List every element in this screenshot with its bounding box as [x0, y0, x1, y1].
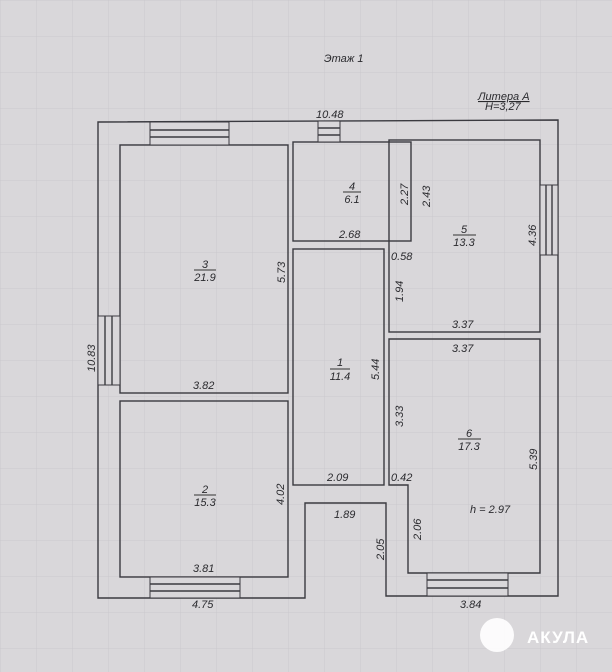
dimension: 3.84: [460, 599, 481, 611]
room-area: 13.3: [453, 237, 475, 249]
room-number: 5: [461, 224, 468, 236]
room-number: 2: [201, 484, 208, 496]
room-area: 21.9: [193, 272, 215, 284]
window: [149, 576, 241, 599]
dimension: 1.94: [394, 281, 406, 302]
room-label-group: 2 15.3 3 21.9 4 6.1 5 13.3 6 17.3: [193, 181, 481, 509]
dimension: 3.37: [452, 319, 474, 331]
dimension: 2.06: [412, 518, 424, 541]
room-number: 4: [349, 181, 355, 193]
ceiling-height: h = 2.97: [470, 504, 511, 516]
watermark-text: АКУЛА: [527, 628, 590, 647]
room-labels: 1 11.4: [330, 357, 351, 383]
window: [317, 120, 341, 143]
room-1: [292, 248, 385, 486]
dimension: 3.33: [394, 405, 406, 427]
room-number: 1: [337, 357, 343, 369]
window: [426, 572, 509, 597]
dimension: 10.48: [316, 109, 344, 121]
litera-name: Литера А: [477, 91, 530, 103]
shark-logo-icon: [480, 618, 514, 652]
room-area: 6.1: [344, 194, 359, 206]
room-area: 17.3: [458, 441, 480, 453]
dimension: 2.43: [421, 185, 433, 208]
dimension: 0.58: [391, 251, 413, 263]
window: [539, 184, 559, 256]
dimension: 10.83: [86, 344, 98, 372]
dimension: 5.39: [528, 449, 540, 470]
dimension-labels: 10.48 10.83 2.68 2.27 2.43 4.36 0.58 3.3…: [86, 109, 540, 611]
dimension: 2.09: [326, 472, 348, 484]
room-4: [292, 141, 412, 242]
floor-title: Этаж 1: [324, 53, 364, 65]
dimension: 3.37: [452, 343, 474, 355]
dimension: 1.89: [334, 509, 355, 521]
dimension: 2.68: [338, 229, 361, 241]
dimension: 4.75: [192, 599, 214, 611]
dimension: 2.27: [399, 183, 411, 206]
dimension: 2.05: [375, 538, 387, 561]
dimension: 5.44: [370, 359, 382, 380]
dimension: 4.02: [275, 484, 287, 505]
dimension: 0.42: [391, 472, 412, 484]
room-area: 15.3: [194, 497, 216, 509]
room-number: 6: [466, 428, 473, 440]
dimension: 4.36: [527, 224, 539, 246]
dimension: 3.81: [193, 563, 214, 575]
window: [97, 315, 121, 386]
room-6: [388, 338, 541, 574]
room-area: 11.4: [330, 371, 351, 383]
room-number: 3: [202, 259, 209, 271]
dimension: 5.73: [276, 261, 288, 283]
dimension: 3.82: [193, 380, 214, 392]
windows: [97, 120, 559, 599]
litera-height: Н=3,27: [485, 101, 522, 113]
window: [149, 121, 230, 146]
